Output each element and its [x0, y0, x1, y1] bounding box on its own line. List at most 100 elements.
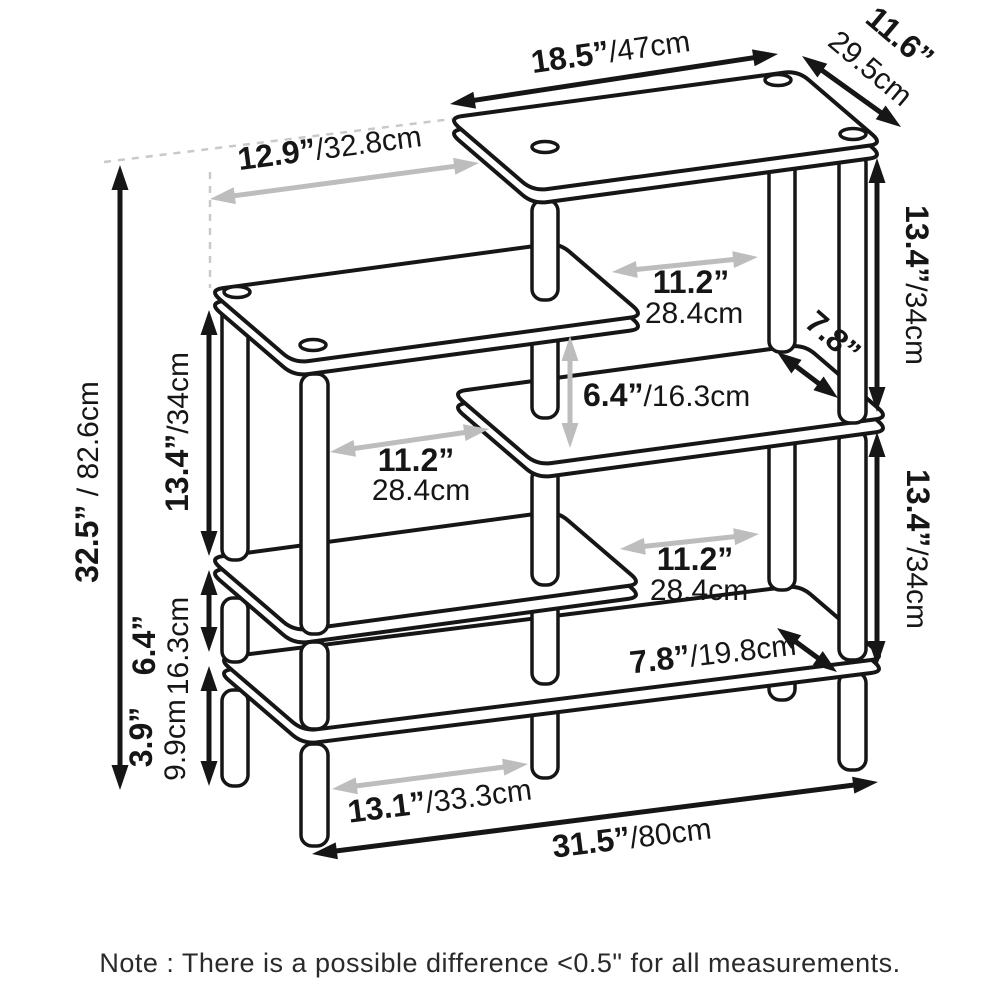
dim-arrowhead-gap-top-right — [777, 352, 802, 374]
dim-arrowhead-shelf-gap-right — [812, 651, 837, 672]
dim-arrow-line-foot-span — [353, 764, 507, 789]
dim-arrowhead-mid-gap — [561, 336, 579, 361]
dim-arrow-right-lower-height — [868, 432, 886, 666]
dim-arrowhead-overall-width — [852, 776, 878, 794]
dim-arrow-line-top-depth — [818, 66, 885, 117]
dim-arrowhead-right-lower-height — [868, 432, 886, 457]
support-pole — [837, 150, 868, 425]
dim-arrowhead-left-lower-height — [200, 666, 218, 691]
dim-arrowhead-left-upper-height — [200, 531, 218, 556]
connector-hole — [298, 337, 328, 353]
label-left-mid-height-in: 6.4” — [126, 615, 162, 675]
dim-arrowhead-left-mid-height — [200, 627, 218, 652]
dim-arrow-line-clearance-upper — [633, 256, 737, 273]
dim-arrowhead-total-height — [111, 165, 129, 190]
dim-arrowhead-right-upper-height — [868, 158, 886, 183]
connector-hole — [838, 126, 868, 142]
label-total-height: 32.5” / 82.6cm — [69, 381, 105, 583]
dim-arrowhead-gap-top-right — [813, 376, 838, 398]
label-top-length: 18.5”/47cm — [529, 22, 692, 80]
label-clearance-upper-in: 11.2” — [653, 264, 730, 300]
dim-arrowhead-top-depth — [875, 105, 901, 127]
dim-arrowhead-mid-gap — [561, 423, 579, 448]
top-shelf — [452, 70, 879, 205]
dim-arrowhead-offset-top — [453, 157, 479, 175]
support-pole — [530, 198, 560, 302]
dim-arrow-clearance-upper — [612, 251, 758, 278]
label-clearance-upper-cm: 28.4cm — [645, 297, 743, 330]
dim-arrowhead-clearance-upper — [732, 251, 758, 268]
shelf-foot — [837, 670, 868, 772]
dim-arrowhead-foot-span — [332, 777, 358, 795]
dim-arrow-clearance-lower — [620, 528, 759, 555]
dim-arrowhead-offset-top — [210, 187, 236, 205]
label-overall-width: 31.5”/80cm — [550, 809, 713, 864]
dim-arrowhead-top-length — [752, 49, 778, 67]
dim-arrow-top-length — [450, 49, 778, 109]
dim-arrow-line-offset-top — [231, 163, 458, 199]
label-right-upper-height: 13.4”/34cm — [899, 205, 935, 365]
mid-poles — [220, 294, 560, 636]
dim-arrowhead-shelf-gap-right — [777, 628, 802, 649]
dim-arrow-total-height — [111, 165, 129, 790]
connector-hole — [530, 139, 560, 155]
dim-arrowhead-overall-width — [312, 842, 338, 860]
dim-arrowhead-clearance-mid — [463, 424, 489, 441]
connector-holes — [222, 72, 868, 353]
label-foot-span: 13.1”/33.3cm — [346, 770, 534, 829]
dim-arrowhead-total-height — [111, 765, 129, 790]
label-clearance-mid-in: 11.2” — [378, 442, 455, 478]
dim-arrow-left-upper-height — [200, 310, 218, 556]
dim-arrowhead-clearance-upper — [612, 261, 638, 278]
dim-arrowhead-left-upper-height — [200, 310, 218, 335]
label-left-lower-height-cm: 9.9cm — [159, 699, 192, 781]
dim-arrowhead-left-mid-height — [200, 570, 218, 595]
dim-arrow-mid-gap — [561, 336, 579, 448]
dim-arrowhead-foot-span — [502, 758, 528, 776]
support-pole — [530, 465, 560, 587]
middle-shelf-top — [456, 344, 885, 466]
support-pole — [299, 372, 330, 636]
dim-arrow-gap-top-right — [777, 352, 838, 398]
dim-arrow-left-lower-height — [200, 666, 218, 786]
connector-hole — [222, 284, 252, 300]
left-shelf-top — [213, 242, 640, 364]
support-pole — [837, 428, 868, 662]
shelf-foot — [220, 688, 250, 788]
shelf-foot — [299, 742, 330, 848]
projection-dashed-lines — [103, 117, 453, 288]
dim-arrow-line-shelf-gap-right — [792, 638, 822, 662]
dim-arrow-line-clearance-lower — [641, 533, 738, 550]
dim-arrow-right-upper-height — [868, 158, 886, 412]
label-left-lower-height-in: 3.9” — [123, 707, 159, 767]
label-clearance-lower-in: 11.2” — [657, 541, 734, 577]
projection-dash — [103, 117, 453, 164]
label-right-lower-height: 13.4”/34cm — [900, 469, 936, 629]
dim-arrowhead-top-length — [450, 91, 476, 109]
dim-arrow-overall-width — [312, 776, 878, 860]
top-shelf-top — [452, 70, 879, 192]
label-left-upper-height: 13.4”/34cm — [159, 352, 195, 512]
label-clearance-mid-cm: 28.4cm — [372, 474, 470, 507]
dim-arrow-shelf-gap-right — [777, 628, 837, 672]
dim-arrow-offset-top — [210, 157, 479, 205]
dim-arrowhead-clearance-lower — [620, 537, 646, 555]
dim-arrowhead-right-lower-height — [868, 641, 886, 666]
label-clearance-lower-cm: 28.4cm — [650, 574, 748, 607]
dim-arrowhead-clearance-lower — [733, 528, 759, 546]
connector-hole — [763, 72, 793, 88]
top-pole — [530, 198, 560, 302]
label-left-mid-height-cm: 16.3cm — [162, 597, 195, 695]
support-pole — [299, 640, 330, 731]
dimension-arrows — [111, 49, 901, 860]
dim-arrow-clearance-mid — [330, 424, 489, 457]
dim-arrow-line-top-length — [471, 54, 757, 104]
dim-arrow-foot-span — [332, 758, 528, 795]
dim-arrow-left-mid-height — [200, 570, 218, 652]
dim-arrow-line-clearance-mid — [351, 429, 468, 452]
dim-arrow-line-overall-width — [333, 782, 857, 854]
dim-arrow-line-gap-top-right — [792, 362, 823, 388]
support-pole — [220, 596, 250, 664]
